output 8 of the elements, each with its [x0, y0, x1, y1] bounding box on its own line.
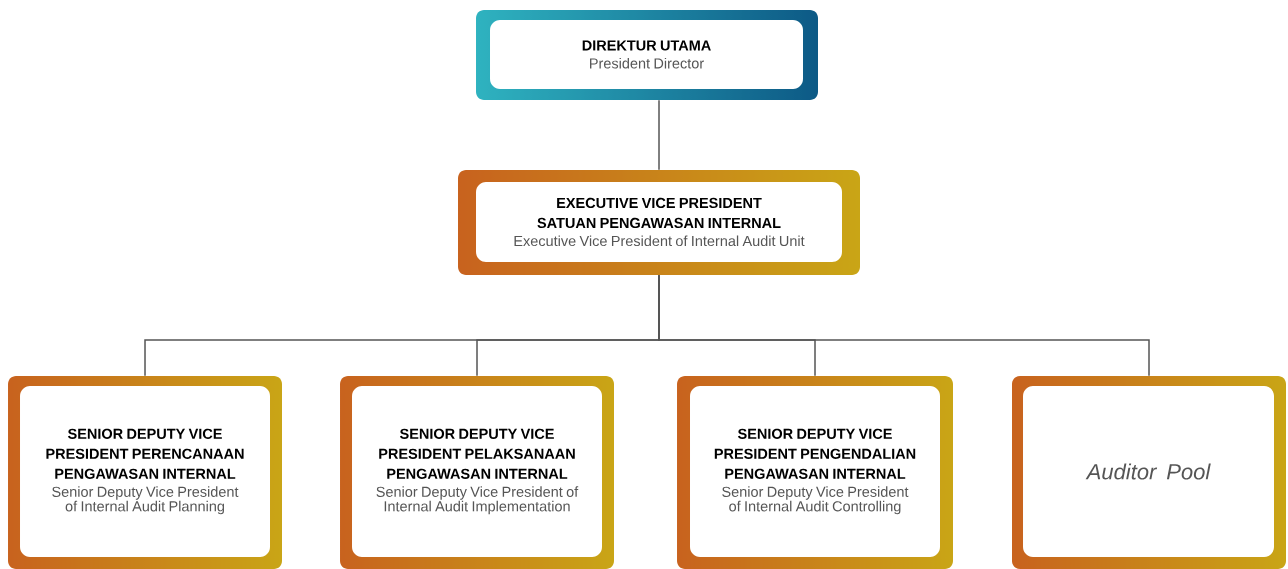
- connector-line: [658, 99, 660, 171]
- position-box: SENIOR DEPUTY VICE PRESIDENT PELAKSANAAN PENGAWASAN INTERNAL Senior Deputy Vice President of Internal Audit Implementation: [352, 386, 602, 557]
- position-box: Auditor Pool: [1023, 386, 1274, 557]
- position-box: EXECUTIVE VICE PRESIDENT SATUAN PENGAWASAN INTERNAL Executive Vice President of Internal Audit Unit: [476, 182, 842, 262]
- connector-line: [658, 274, 1150, 377]
- position-box: SENIOR DEPUTY VICE PRESIDENT PENGENDALIAN PENGAWASAN INTERNAL Senior Deputy Vice President of Internal Audit Controlling: [690, 386, 940, 557]
- position-box: DIREKTUR UTAMA President Director: [490, 20, 803, 89]
- position-box: SENIOR DEPUTY VICE PRESIDENT PERENCANAAN PENGAWASAN INTERNAL Senior Deputy Vice President of Internal Audit Planning: [20, 386, 270, 557]
